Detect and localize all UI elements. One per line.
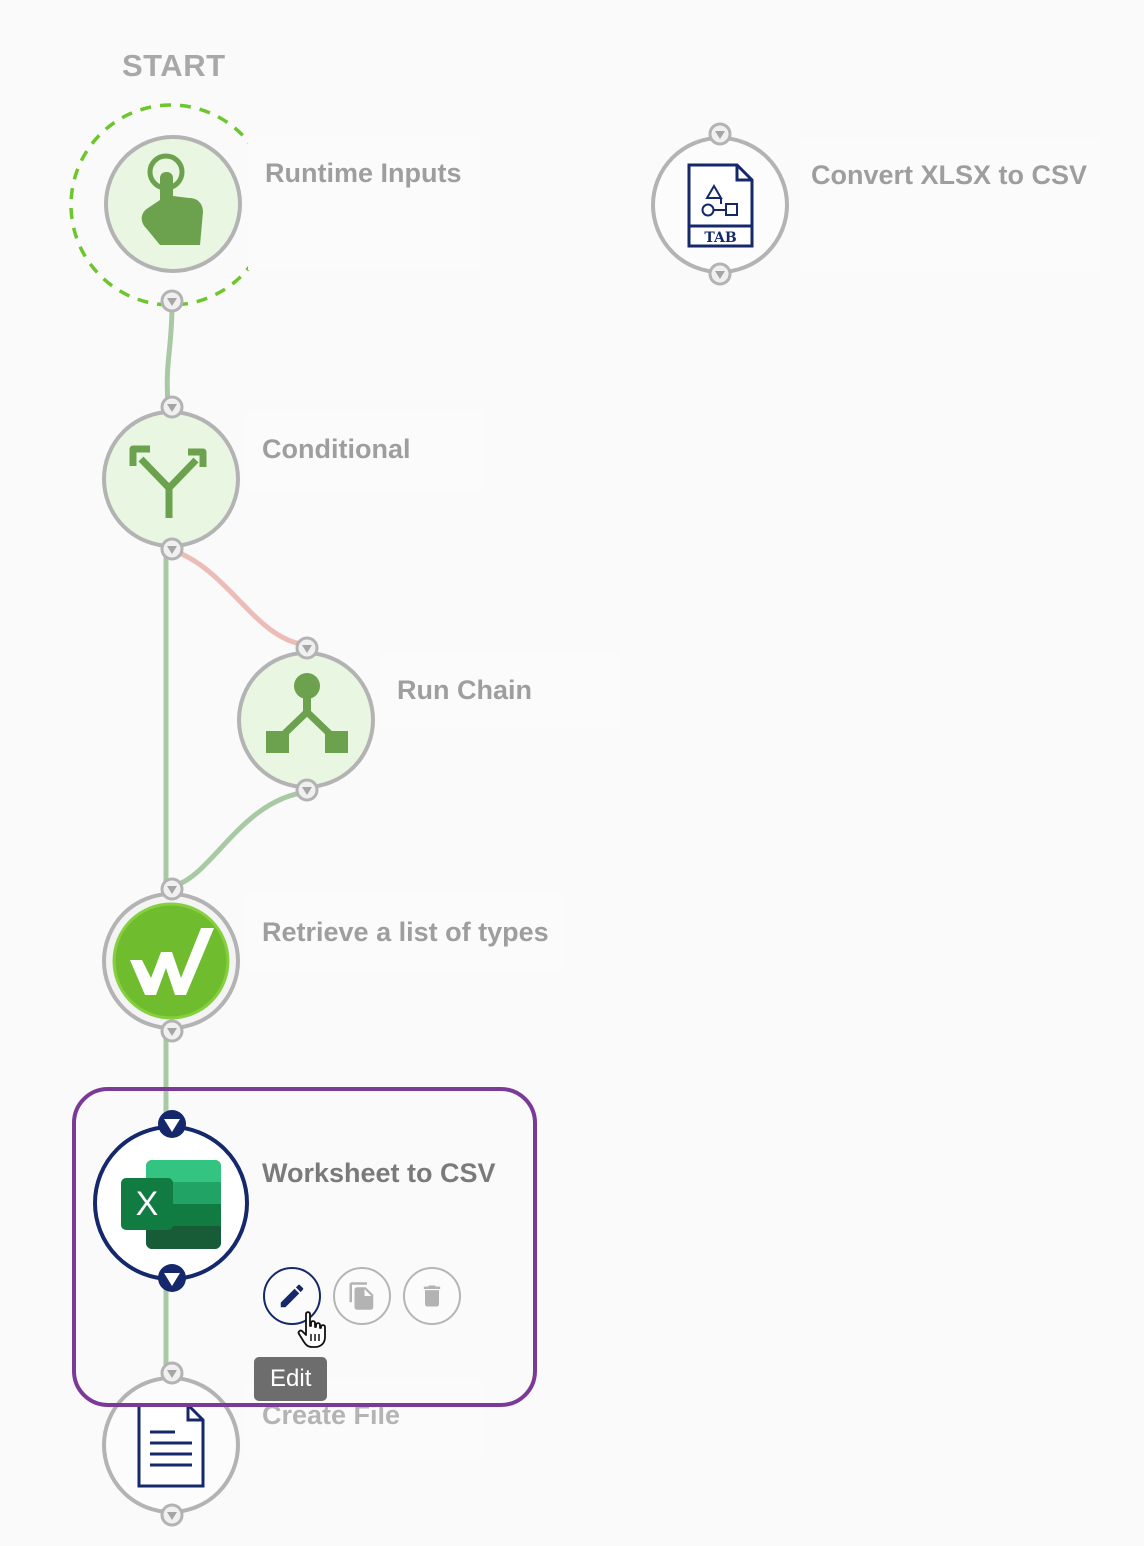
label-runtime-inputs[interactable]: Runtime Inputs xyxy=(265,158,462,188)
pencil-icon xyxy=(280,1284,304,1308)
label-worksheet-to-csv[interactable]: Worksheet to CSV xyxy=(262,1158,496,1188)
port-runchain-out[interactable] xyxy=(295,778,319,802)
port-runtime-out[interactable] xyxy=(160,289,184,313)
label-box-convert xyxy=(800,138,1100,273)
tap-hand-icon xyxy=(141,153,203,245)
port-convert-in[interactable] xyxy=(708,122,732,146)
node-runtime-inputs[interactable] xyxy=(104,135,242,273)
chain-tree-icon xyxy=(266,673,348,753)
copy-icon xyxy=(349,1282,374,1310)
port-worksheet-out[interactable] xyxy=(158,1264,186,1292)
tab-file-text: TAB xyxy=(704,230,737,246)
edit-tooltip: Edit xyxy=(254,1357,328,1401)
port-conditional-out[interactable] xyxy=(160,537,184,561)
port-conditional-in[interactable] xyxy=(160,395,184,419)
port-createfile-in[interactable] xyxy=(160,1361,184,1385)
node-conditional[interactable] xyxy=(102,410,240,548)
port-convert-out[interactable] xyxy=(708,262,732,286)
excel-x-text: X xyxy=(136,1185,159,1223)
port-worksheet-in[interactable] xyxy=(158,1110,186,1138)
edge-conditional-to-runchain xyxy=(171,547,308,648)
tab-file-icon: TAB xyxy=(687,163,754,248)
excel-icon: X xyxy=(121,1160,221,1249)
start-label: START xyxy=(122,48,226,83)
node-run-chain[interactable] xyxy=(237,651,375,789)
trash-icon xyxy=(423,1285,441,1307)
label-box-retrieve xyxy=(246,892,564,970)
duplicate-button[interactable] xyxy=(333,1267,391,1325)
edge-runchain-to-retrieve xyxy=(171,789,308,889)
node-convert-xlsx-to-csv[interactable]: TAB xyxy=(651,136,789,274)
label-retrieve-a-list-of-types[interactable]: Retrieve a list of types xyxy=(262,917,549,947)
node-retrieve-a-list-of-types[interactable] xyxy=(102,892,240,1030)
selection-frame xyxy=(72,1087,537,1407)
node-worksheet-to-csv[interactable]: X xyxy=(93,1125,249,1281)
edit-button[interactable] xyxy=(263,1267,321,1325)
edge-runtime-to-conditional xyxy=(164,304,175,406)
port-retrieve-in[interactable] xyxy=(160,877,184,901)
delete-button[interactable] xyxy=(403,1267,461,1325)
label-convert-xlsx-to-csv[interactable]: Convert XLSX to CSV xyxy=(811,160,1088,190)
hand-cursor-icon xyxy=(297,1311,326,1348)
label-box-runtime xyxy=(248,135,480,270)
port-runchain-in[interactable] xyxy=(295,636,319,660)
label-conditional[interactable]: Conditional xyxy=(262,434,411,464)
port-retrieve-out[interactable] xyxy=(160,1019,184,1043)
workiva-w-icon xyxy=(130,928,214,995)
ports xyxy=(160,122,732,1527)
port-createfile-out[interactable] xyxy=(160,1503,184,1527)
label-box-runchain xyxy=(380,653,620,728)
split-arrows-icon xyxy=(129,445,207,518)
label-box-conditional xyxy=(246,410,484,490)
document-icon xyxy=(137,1403,205,1488)
label-run-chain[interactable]: Run Chain xyxy=(397,675,532,705)
